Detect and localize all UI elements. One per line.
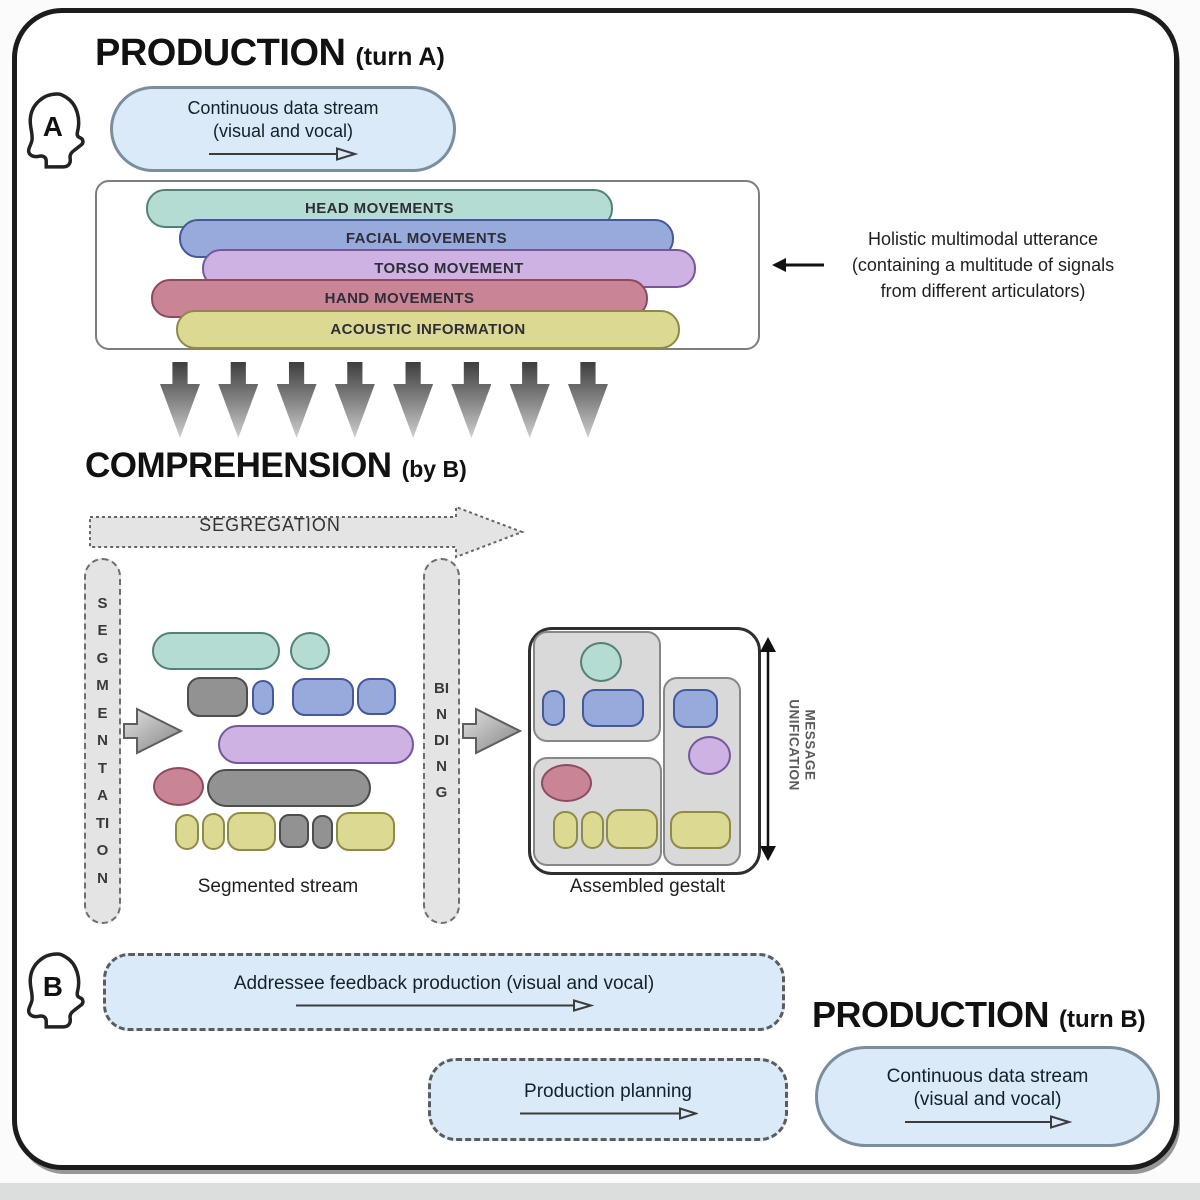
head-movements-label: HEAD MOVEMENTS	[305, 200, 454, 217]
torso-movement-label: TORSO MOVEMENT	[374, 260, 524, 277]
segmented-stream-caption: Segmented stream	[197, 876, 359, 897]
cds-a-line2: (visual and vocal)	[212, 121, 354, 141]
annotation-line1: Holistic multimodal utterance	[867, 229, 1099, 249]
assembled-gestalt-caption: Assembled gestalt	[569, 876, 726, 897]
down-arrow-icon	[160, 362, 200, 438]
gestalt-facial-small-pill	[542, 690, 565, 726]
binding-label: BINDING	[434, 680, 449, 801]
acoustic-information-label: ACOUSTIC INFORMATION	[330, 321, 526, 338]
gestalt-hand-ellipse	[541, 764, 592, 802]
message-unification-line2: UNIFICATION	[786, 699, 802, 791]
comprehension-heading: COMPREHENSION (by B)	[85, 446, 467, 486]
gestalt-right-torso-circle	[688, 736, 731, 775]
segment-acoustic-rect-2	[336, 812, 395, 851]
production-b-heading: PRODUCTION (turn B)	[812, 994, 1146, 1036]
segment-gray-pill	[207, 769, 371, 807]
segment-gray-rect-small	[279, 814, 309, 848]
production-b-title: PRODUCTION	[812, 994, 1050, 1035]
segment-torso-pill	[218, 725, 414, 764]
production-b-subtitle: (turn B)	[1059, 1006, 1146, 1033]
gestalt-facial-rect	[582, 689, 644, 727]
gestalt-acoustic-rect	[606, 809, 658, 849]
down-arrow-icon	[218, 362, 259, 438]
continuous-data-stream-a-box: Continuous data stream (visual and vocal…	[110, 86, 456, 172]
addressee-feedback-label: Addressee feedback production (visual an…	[233, 973, 655, 994]
time-arrow-icon	[296, 999, 594, 1012]
transmission-arrows	[160, 362, 608, 438]
down-arrow-icon	[509, 362, 550, 438]
gestalt-right-facial-rect	[673, 689, 718, 728]
time-arrow-icon	[209, 147, 359, 161]
cds-a-line1: Continuous data stream	[187, 98, 379, 118]
down-arrow-icon	[276, 362, 317, 438]
production-a-title: PRODUCTION	[95, 32, 346, 74]
segment-facial-small-pill	[252, 680, 274, 715]
speaker-a-head-icon: A	[26, 92, 85, 169]
addressee-feedback-box: Addressee feedback production (visual an…	[103, 953, 785, 1031]
segment-facial-rect-2	[357, 678, 396, 715]
cds-b-line2: (visual and vocal)	[913, 1088, 1062, 1110]
segment-acoustic-pill-1	[175, 814, 199, 850]
message-unification-arrow-icon	[760, 637, 776, 861]
message-unification-line1: MESSAGE	[802, 709, 818, 781]
acoustic-information-bar: ACOUSTIC INFORMATION	[176, 310, 680, 349]
down-arrow-icon	[393, 362, 434, 438]
production-planning-label: Production planning	[524, 1080, 692, 1102]
annotation-left-arrow-icon	[772, 258, 824, 272]
segment-head-pill	[152, 632, 280, 670]
segment-head-circle	[290, 632, 330, 670]
segment-gray-rect	[187, 677, 248, 717]
gestalt-acoustic-pill-2	[581, 811, 604, 849]
segment-hand-ellipse	[153, 767, 204, 806]
segment-acoustic-rect-1	[227, 812, 276, 851]
continuous-data-stream-b-box: Continuous data stream (visual and vocal…	[815, 1046, 1160, 1147]
speaker-b-head-icon: B	[26, 952, 85, 1029]
gestalt-head-circle	[580, 642, 622, 682]
holistic-utterance-annotation: Holistic multimodal utterance (containin…	[826, 226, 1140, 304]
comprehension-title: COMPREHENSION	[85, 446, 392, 485]
gestalt-right-acoustic-rect	[670, 811, 731, 849]
segment-acoustic-pill-2	[202, 813, 225, 850]
segment-gray-pill-small	[312, 815, 333, 849]
page-bottom-strip	[0, 1183, 1200, 1200]
segregation-label: SEGREGATION	[199, 515, 341, 535]
time-arrow-icon	[904, 1114, 1072, 1129]
cds-b-line1: Continuous data stream	[886, 1065, 1089, 1087]
production-planning-box: Production planning	[428, 1058, 788, 1141]
gestalt-acoustic-pill-1	[553, 811, 578, 849]
segment-facial-rect-1	[292, 678, 354, 716]
annotation-line2: (containing a multitude of signals	[851, 255, 1115, 275]
down-arrow-icon	[567, 362, 608, 438]
binding-output-arrow-icon	[462, 707, 523, 755]
production-a-heading: PRODUCTION (turn A)	[95, 32, 445, 75]
message-unification-label: MESSAGE UNIFICATION	[784, 663, 818, 828]
segmentation-label: SEGMENTATION	[95, 594, 110, 887]
down-arrow-icon	[451, 362, 492, 438]
annotation-line3: from different articulators)	[880, 281, 1086, 301]
production-a-subtitle: (turn A)	[355, 43, 445, 71]
binding-pill: BINDING	[423, 558, 460, 924]
down-arrow-icon	[334, 362, 375, 438]
segmentation-output-arrow-icon	[123, 707, 184, 755]
facial-movements-label: FACIAL MOVEMENTS	[345, 230, 508, 247]
speaker-b-label: B	[43, 971, 63, 1002]
segmentation-pill: SEGMENTATION	[84, 558, 121, 924]
comprehension-subtitle: (by B)	[401, 456, 467, 482]
speaker-a-label: A	[43, 111, 63, 142]
time-arrow-icon	[520, 1106, 698, 1120]
segregation-arrow	[89, 505, 525, 559]
hand-movements-label: HAND MOVEMENTS	[324, 290, 475, 307]
